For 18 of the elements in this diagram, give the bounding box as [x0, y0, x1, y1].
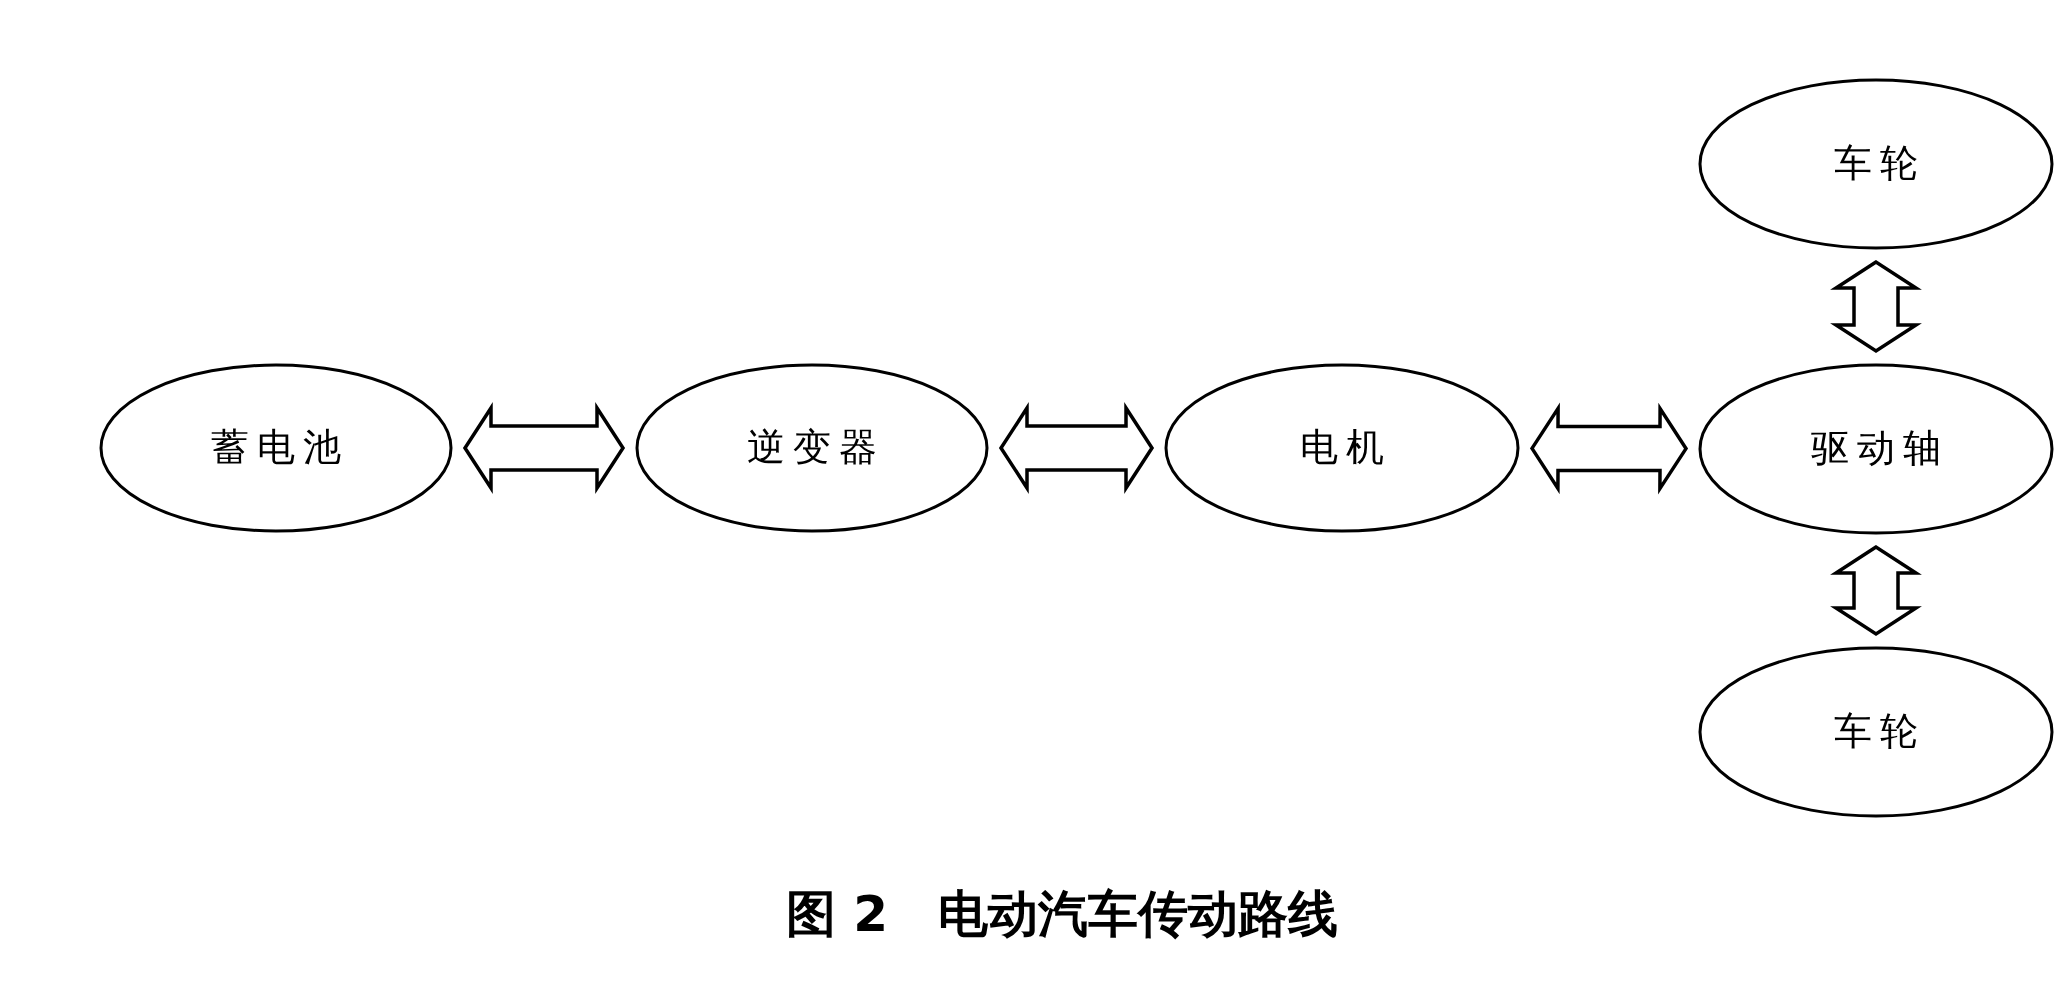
ellipse-node [1164, 363, 1520, 533]
double-arrow [462, 402, 626, 494]
node-label: 电机 [1298, 427, 1393, 469]
double-arrow [1830, 544, 1922, 637]
figure-caption: 图 2 电动汽车传动路线 [785, 884, 1339, 944]
double-arrow [998, 402, 1155, 494]
node-label: 逆变器 [745, 427, 886, 469]
ellipse-node [1698, 646, 2054, 818]
node-label: 车轮 [1832, 143, 1927, 185]
double-arrow [1529, 402, 1689, 495]
node-label: 车轮 [1832, 711, 1927, 753]
double-arrow [1830, 259, 1922, 354]
ellipse-node [1698, 363, 2054, 535]
ellipse-node [99, 363, 453, 533]
ellipse-node [1698, 78, 2054, 250]
node-label: 蓄电池 [209, 427, 350, 469]
ellipse-node [635, 363, 989, 533]
node-label: 驱动轴 [1809, 428, 1950, 470]
